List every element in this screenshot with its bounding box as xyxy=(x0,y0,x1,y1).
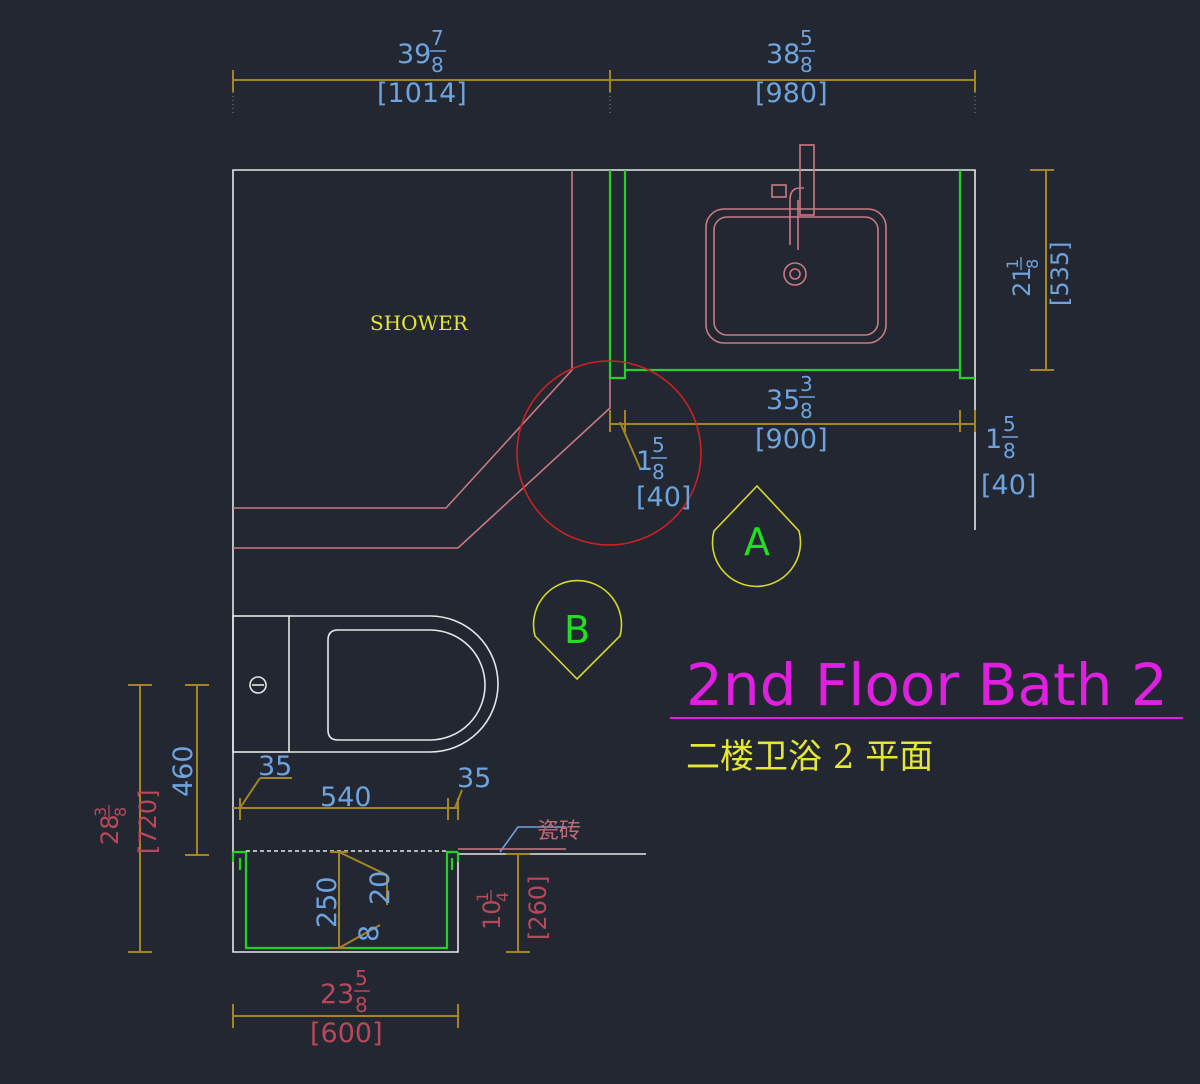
dim-left-total: 28 3 8 [720] xyxy=(91,684,162,953)
dim-bottom: 23 5 8 [600] xyxy=(232,966,459,1049)
svg-text:[535]: [535] xyxy=(1046,241,1074,306)
svg-text:250: 250 xyxy=(312,876,343,928)
svg-text:A: A xyxy=(744,520,770,564)
svg-text:[1014]: [1014] xyxy=(377,78,467,109)
dim-toilet-width: 35 35 540 xyxy=(233,751,491,820)
dim-niche-height: 10 1 4 [260] xyxy=(473,853,552,953)
elevation-marker-a[interactable]: A xyxy=(711,484,802,588)
svg-text:38: 38 xyxy=(766,39,800,70)
svg-text:[260]: [260] xyxy=(524,875,552,940)
svg-text:1: 1 xyxy=(473,892,492,902)
svg-text:8: 8 xyxy=(431,53,444,77)
svg-text:39: 39 xyxy=(397,39,431,70)
svg-text:21: 21 xyxy=(1008,266,1036,297)
dim-toilet-depth: 460 xyxy=(168,684,209,856)
dim-vanity-width: 35 3 8 [900] xyxy=(609,372,976,455)
elevation-marker-b[interactable]: B xyxy=(532,579,623,681)
svg-text:28: 28 xyxy=(96,814,124,845)
svg-text:8: 8 xyxy=(1003,439,1016,463)
toilet xyxy=(232,615,499,753)
svg-text:8: 8 xyxy=(652,460,665,484)
dim-right-gap: 1 5 8 [40] xyxy=(981,412,1036,501)
svg-text:[600]: [600] xyxy=(310,1018,383,1049)
svg-text:[40]: [40] xyxy=(636,482,691,513)
vanity xyxy=(608,144,975,380)
svg-text:8: 8 xyxy=(800,399,813,423)
svg-text:8: 8 xyxy=(355,993,368,1017)
svg-text:1: 1 xyxy=(1003,259,1022,269)
title-block: 2nd Floor Bath 2 二楼卫浴 2 平面 xyxy=(670,651,1183,777)
svg-text:460: 460 xyxy=(168,745,199,797)
svg-text:8: 8 xyxy=(111,807,130,817)
top-dimension-lines xyxy=(232,70,976,115)
page-subtitle: 二楼卫浴 2 平面 xyxy=(686,737,933,777)
svg-text:[720]: [720] xyxy=(134,789,162,854)
shower-enclosure: SHOWER xyxy=(233,170,611,549)
svg-text:[980]: [980] xyxy=(755,78,828,109)
svg-text:5: 5 xyxy=(1003,412,1016,436)
shower-label: SHOWER xyxy=(370,311,469,335)
svg-text:5: 5 xyxy=(355,966,368,990)
walls xyxy=(232,169,976,953)
svg-text:1: 1 xyxy=(985,424,1002,455)
svg-text:540: 540 xyxy=(320,782,372,813)
svg-text:瓷砖: 瓷砖 xyxy=(537,819,581,844)
svg-text:8: 8 xyxy=(800,53,813,77)
highlight-circle xyxy=(516,360,702,546)
svg-text:35: 35 xyxy=(258,751,292,782)
svg-text:1: 1 xyxy=(636,446,653,477)
svg-text:5: 5 xyxy=(800,26,813,50)
dim-top-left: 39 7 8 [1014] xyxy=(377,26,467,109)
svg-text:35: 35 xyxy=(766,385,800,416)
svg-text:8: 8 xyxy=(1023,259,1042,269)
corner-detail: 1 5 8 [40] xyxy=(516,360,702,546)
svg-text:8: 8 xyxy=(354,925,385,942)
svg-text:35: 35 xyxy=(457,763,491,794)
svg-text:7: 7 xyxy=(431,26,444,50)
svg-text:[40]: [40] xyxy=(981,470,1036,501)
dim-vanity-depth: 21 1 8 [535] xyxy=(1003,169,1074,371)
page-title: 2nd Floor Bath 2 xyxy=(686,651,1168,719)
svg-text:B: B xyxy=(564,608,590,652)
svg-text:23: 23 xyxy=(320,979,354,1010)
svg-text:5: 5 xyxy=(652,433,665,457)
dim-top-right: 38 5 8 [980] xyxy=(755,26,828,109)
svg-text:3: 3 xyxy=(800,372,813,396)
svg-text:[900]: [900] xyxy=(755,424,828,455)
svg-text:3: 3 xyxy=(91,807,110,817)
svg-text:20: 20 xyxy=(365,871,396,905)
tile-leader: 瓷砖 xyxy=(458,819,581,853)
svg-text:10: 10 xyxy=(478,899,506,930)
svg-text:4: 4 xyxy=(493,892,512,902)
floor-niche: 250 20 8 xyxy=(231,850,460,950)
